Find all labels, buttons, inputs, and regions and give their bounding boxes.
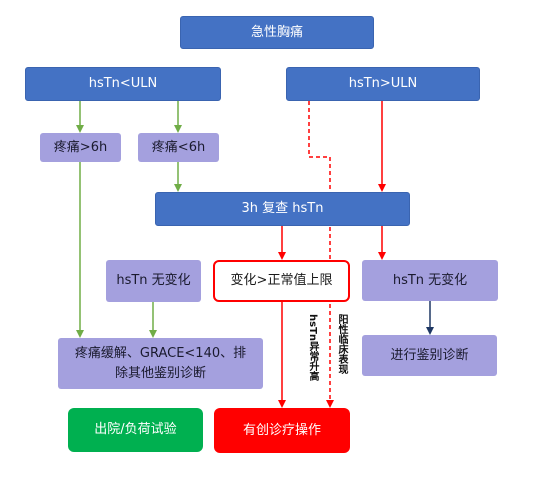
label-positive-clinical-sign: 阳性临床表现 [336, 314, 347, 374]
arrow-high-dashed-to-invasive [308, 101, 334, 408]
node-change-over-upper-limit: 变化>正常值上限 [213, 260, 350, 302]
node-recheck-hstn: 3h 复查 hsTn [155, 192, 410, 226]
node-pain-lt6h: 疼痛<6h [138, 133, 219, 162]
node-no-change-right: hsTn 无变化 [362, 260, 498, 301]
node-discharge-stress-test: 出院/负荷试验 [68, 408, 203, 452]
node-pain-relief: 疼痛缓解、GRACE<140、排除其他鉴别诊断 [58, 338, 263, 389]
node-chest-pain: 急性胸痛 [180, 16, 374, 49]
node-pain-gt6h: 疼痛>6h [40, 133, 121, 162]
node-invasive-procedure: 有创诊疗操作 [214, 408, 350, 453]
node-hstn-high: hsTn>ULN [286, 67, 480, 101]
node-no-change-left: hsTn 无变化 [106, 260, 201, 302]
node-hstn-low: hsTn<ULN [25, 67, 221, 101]
node-differential-diagnosis: 进行鉴别诊断 [362, 335, 497, 376]
label-hstn-abnormal-rise: hsTn异常升高 [307, 314, 318, 382]
